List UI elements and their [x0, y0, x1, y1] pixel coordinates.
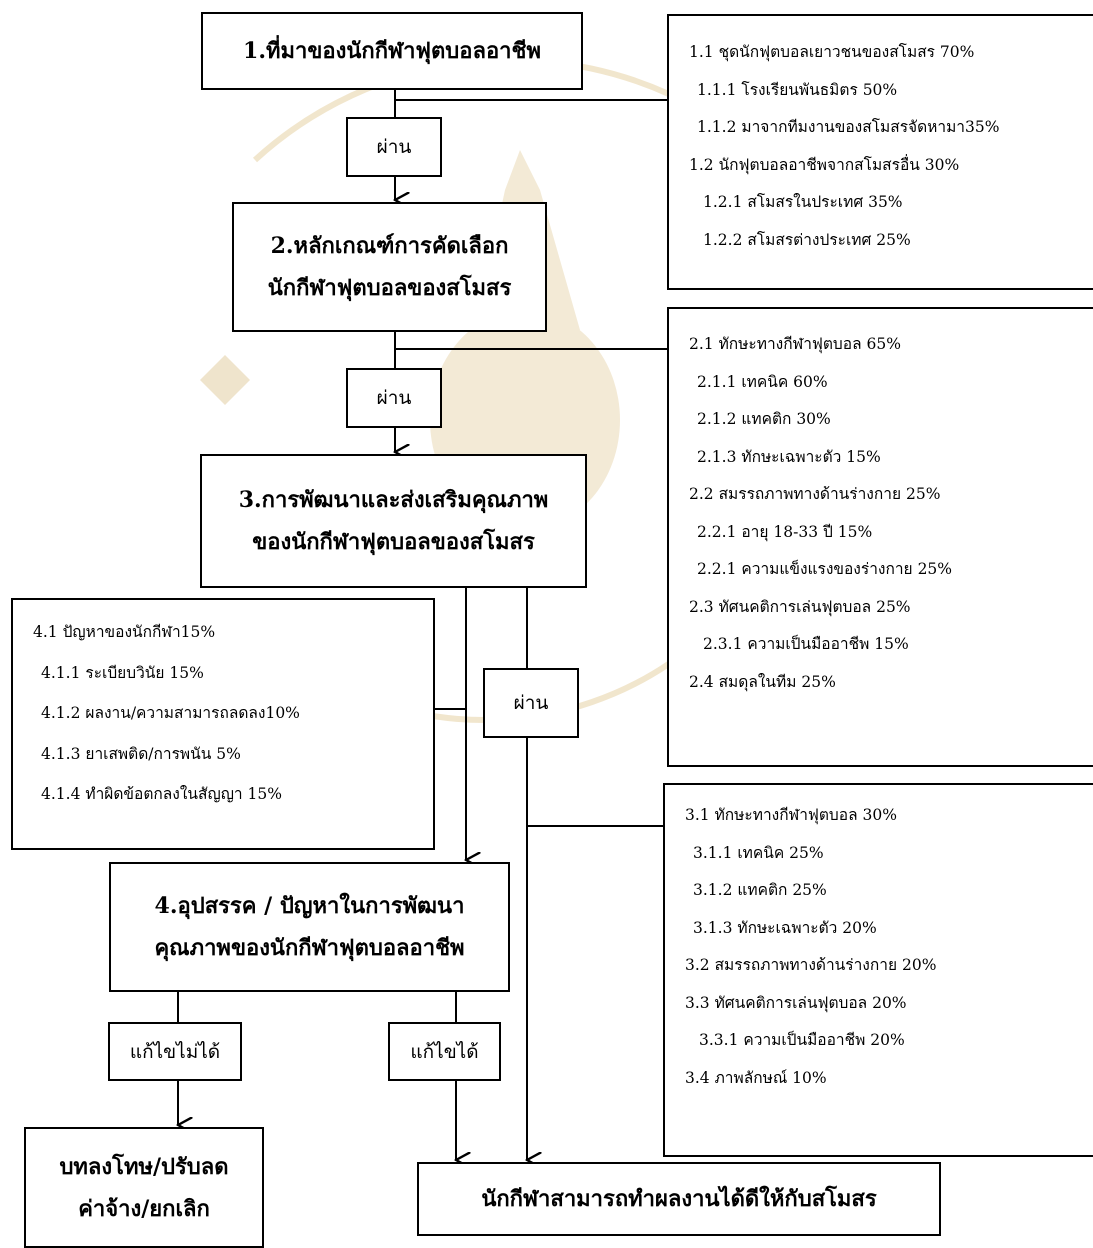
development-title-line2: ของนักกีฬาฟุตบอลของสโมสร	[252, 529, 535, 555]
development-item: 3.4 ภาพลักษณ์ 10%	[685, 1068, 827, 1087]
source-item: 1.2.1 สโมสรในประเทศ 35%	[703, 193, 903, 211]
selection-item: 2.2 สมรรถภาพทางด้านร่างกาย 25%	[689, 485, 941, 503]
source-item: 1.2.2 สโมสรต่างประเทศ 25%	[703, 230, 911, 249]
source-item: 1.1.1 โรงเรียนพันธมิตร 50%	[697, 80, 898, 99]
selection-criteria-title-line2: นักกีฬาฟุตบอลของสโมสร	[267, 275, 512, 301]
obstacles-title-line2: คุณภาพของนักกีฬาฟุตบอลอาชีพ	[154, 935, 465, 961]
development-detail-box: 3.1 ทักษะทางกีฬาฟุตบอล 30% 3.1.1 เทคนิค …	[663, 783, 1093, 1157]
outcome-text: นักกีฬาสามารถทำผลงานได้ดีให้กับสโมสร	[481, 1186, 877, 1212]
penalty-line1: บทลงโทษ/ปรับลด	[59, 1153, 229, 1180]
penalty-line2: ค่าจ้าง/ยกเลิก	[78, 1195, 210, 1222]
solvable-label-text: แก้ไขได้	[410, 1040, 479, 1063]
pass-label-1-text: ผ่าน	[376, 136, 412, 158]
problem-item: 4.1.4 ทำผิดข้อตกลงในสัญญา 15%	[41, 785, 282, 803]
selection-item: 2.3.1 ความเป็นมืออาชีพ 15%	[703, 635, 909, 653]
selection-item: 2.2.1 อายุ 18-33 ปี 15%	[697, 522, 873, 541]
problem-item: 4.1.1 ระเบียบวินัย 15%	[41, 663, 204, 682]
development-title-line1: 3.การพัฒนาและส่งเสริมคุณภาพ	[238, 487, 549, 513]
development-item: 3.1.1 เทคนิค 25%	[693, 843, 824, 862]
development-item: 3.1.2 แทคติก 25%	[693, 881, 827, 899]
unsolvable-label: แก้ไขไม่ได้	[108, 1022, 242, 1081]
development-item: 3.1.3 ทักษะเฉพาะตัว 20%	[693, 918, 877, 937]
development-item: 3.3 ทัศนคติการเล่นฟุตบอล 20%	[685, 993, 907, 1012]
problem-item: 4.1.3 ยาเสพติด/การพนัน 5%	[41, 744, 241, 763]
pass-label-2-text: ผ่าน	[376, 387, 412, 409]
penalty-box: บทลงโทษ/ปรับลด ค่าจ้าง/ยกเลิก	[24, 1127, 264, 1248]
pass-label-3: ผ่าน	[483, 668, 579, 738]
source-item: 1.1 ชุดนักฟุตบอลเยาวชนของสโมสร 70%	[689, 43, 975, 61]
development-item: 3.3.1 ความเป็นมืออาชีพ 20%	[699, 1031, 905, 1049]
selection-item: 2.1 ทักษะทางกีฬาฟุตบอล 65%	[689, 335, 901, 353]
problem-item: 4.1 ปัญหาของนักกีฬา15%	[33, 623, 216, 641]
solvable-label: แก้ไขได้	[388, 1022, 501, 1081]
selection-item: 2.2.1 ความแข็งแรงของร่างกาย 25%	[697, 560, 953, 578]
selection-item: 2.3 ทัศนคติการเล่นฟุตบอล 25%	[689, 597, 911, 616]
source-item: 1.2 นักฟุตบอลอาชีพจากสโมสรอื่น 30%	[689, 155, 960, 174]
source-of-players-box: 1.ที่มาของนักกีฬาฟุตบอลอาชีพ	[201, 12, 583, 90]
selection-item: 2.1.2 แทคติก 30%	[697, 410, 831, 428]
source-detail-box: 1.1 ชุดนักฟุตบอลเยาวชนของสโมสร 70% 1.1.1…	[667, 14, 1093, 290]
development-item: 3.2 สมรรถภาพทางด้านร่างกาย 20%	[685, 956, 937, 974]
pass-label-2: ผ่าน	[346, 368, 442, 428]
source-item: 1.1.2 มาจากทีมงานของสโมสรจัดหามา35%	[697, 118, 1000, 136]
selection-item: 2.4 สมดุลในทีม 25%	[689, 672, 836, 691]
pass-label-1: ผ่าน	[346, 117, 442, 177]
selection-criteria-box: 2.หลักเกณฑ์การคัดเลือก นักกีฬาฟุตบอลของส…	[232, 202, 547, 332]
development-item: 3.1 ทักษะทางกีฬาฟุตบอล 30%	[685, 806, 897, 824]
selection-detail-box: 2.1 ทักษะทางกีฬาฟุตบอล 65% 2.1.1 เทคนิค …	[667, 307, 1093, 767]
outcome-box: นักกีฬาสามารถทำผลงานได้ดีให้กับสโมสร	[417, 1162, 941, 1236]
selection-item: 2.1.1 เทคนิค 60%	[697, 372, 828, 391]
development-box: 3.การพัฒนาและส่งเสริมคุณภาพ ของนักกีฬาฟุ…	[200, 454, 587, 588]
pass-label-3-text: ผ่าน	[513, 692, 549, 714]
unsolvable-label-text: แก้ไขไม่ได้	[129, 1040, 221, 1063]
problem-detail-box: 4.1 ปัญหาของนักกีฬา15% 4.1.1 ระเบียบวินั…	[11, 598, 435, 850]
obstacles-box: 4.อุปสรรค / ปัญหาในการพัฒนา คุณภาพของนัก…	[109, 862, 510, 992]
source-of-players-title: 1.ที่มาของนักกีฬาฟุตบอลอาชีพ	[243, 38, 541, 64]
obstacles-title-line1: 4.อุปสรรค / ปัญหาในการพัฒนา	[154, 893, 465, 919]
problem-item: 4.1.2 ผลงาน/ความสามารถลดลง10%	[41, 704, 300, 722]
selection-criteria-title-line1: 2.หลักเกณฑ์การคัดเลือก	[270, 233, 509, 259]
selection-item: 2.1.3 ทักษะเฉพาะตัว 15%	[697, 447, 881, 466]
